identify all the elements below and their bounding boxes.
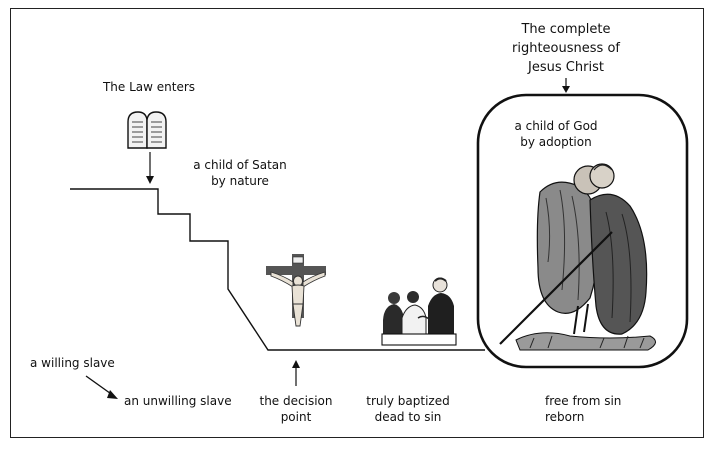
law-arrow-icon bbox=[146, 152, 154, 184]
crucifix-icon bbox=[266, 254, 326, 327]
baptism-group-icon bbox=[381, 277, 457, 346]
law-enters-text: The Law enters bbox=[102, 80, 196, 94]
righteousness-line2: righteousness of bbox=[512, 41, 620, 56]
willing-slave-label: a willing slave bbox=[30, 355, 115, 371]
willing-slave-text: a willing slave bbox=[30, 356, 115, 370]
free-from-sin-line2: reborn bbox=[545, 410, 585, 424]
free-from-sin-label: free from sin reborn bbox=[545, 393, 621, 425]
truly-baptized-line1: truly baptized bbox=[366, 394, 450, 408]
law-enters-label: The Law enters bbox=[96, 79, 202, 95]
law-tablets-icon bbox=[127, 111, 167, 149]
righteousness-label: The complete righteousness of Jesus Chri… bbox=[498, 20, 634, 77]
righteousness-arrow-icon bbox=[562, 78, 570, 93]
decision-point-line1: the decision bbox=[259, 394, 333, 408]
adoption-frame bbox=[476, 93, 689, 369]
father-son-embrace-icon bbox=[499, 163, 656, 351]
decision-arrow-icon bbox=[292, 360, 300, 386]
unwilling-slave-label: an unwilling slave bbox=[124, 393, 232, 409]
child-of-god-line2: by adoption bbox=[520, 135, 592, 149]
descent-staircase-line bbox=[70, 188, 485, 351]
truly-baptized-label: truly baptized dead to sin bbox=[360, 393, 456, 425]
righteousness-line3: Jesus Christ bbox=[528, 60, 604, 75]
decision-point-line2: point bbox=[280, 410, 312, 424]
child-of-satan-label: a child of Satan by nature bbox=[188, 157, 292, 189]
child-of-satan-line1: a child of Satan bbox=[193, 158, 287, 172]
truly-baptized-line2: dead to sin bbox=[374, 410, 442, 424]
child-of-god-line1: a child of God bbox=[514, 119, 598, 133]
free-from-sin-line1: free from sin bbox=[545, 394, 622, 408]
child-of-satan-line2: by nature bbox=[211, 174, 269, 188]
slave-transition-arrow-icon bbox=[85, 375, 118, 399]
decision-point-label: the decision point bbox=[252, 393, 340, 425]
righteousness-line1: The complete bbox=[521, 22, 611, 37]
unwilling-slave-text: an unwilling slave bbox=[124, 394, 232, 408]
child-of-god-label: a child of God by adoption bbox=[504, 118, 608, 150]
